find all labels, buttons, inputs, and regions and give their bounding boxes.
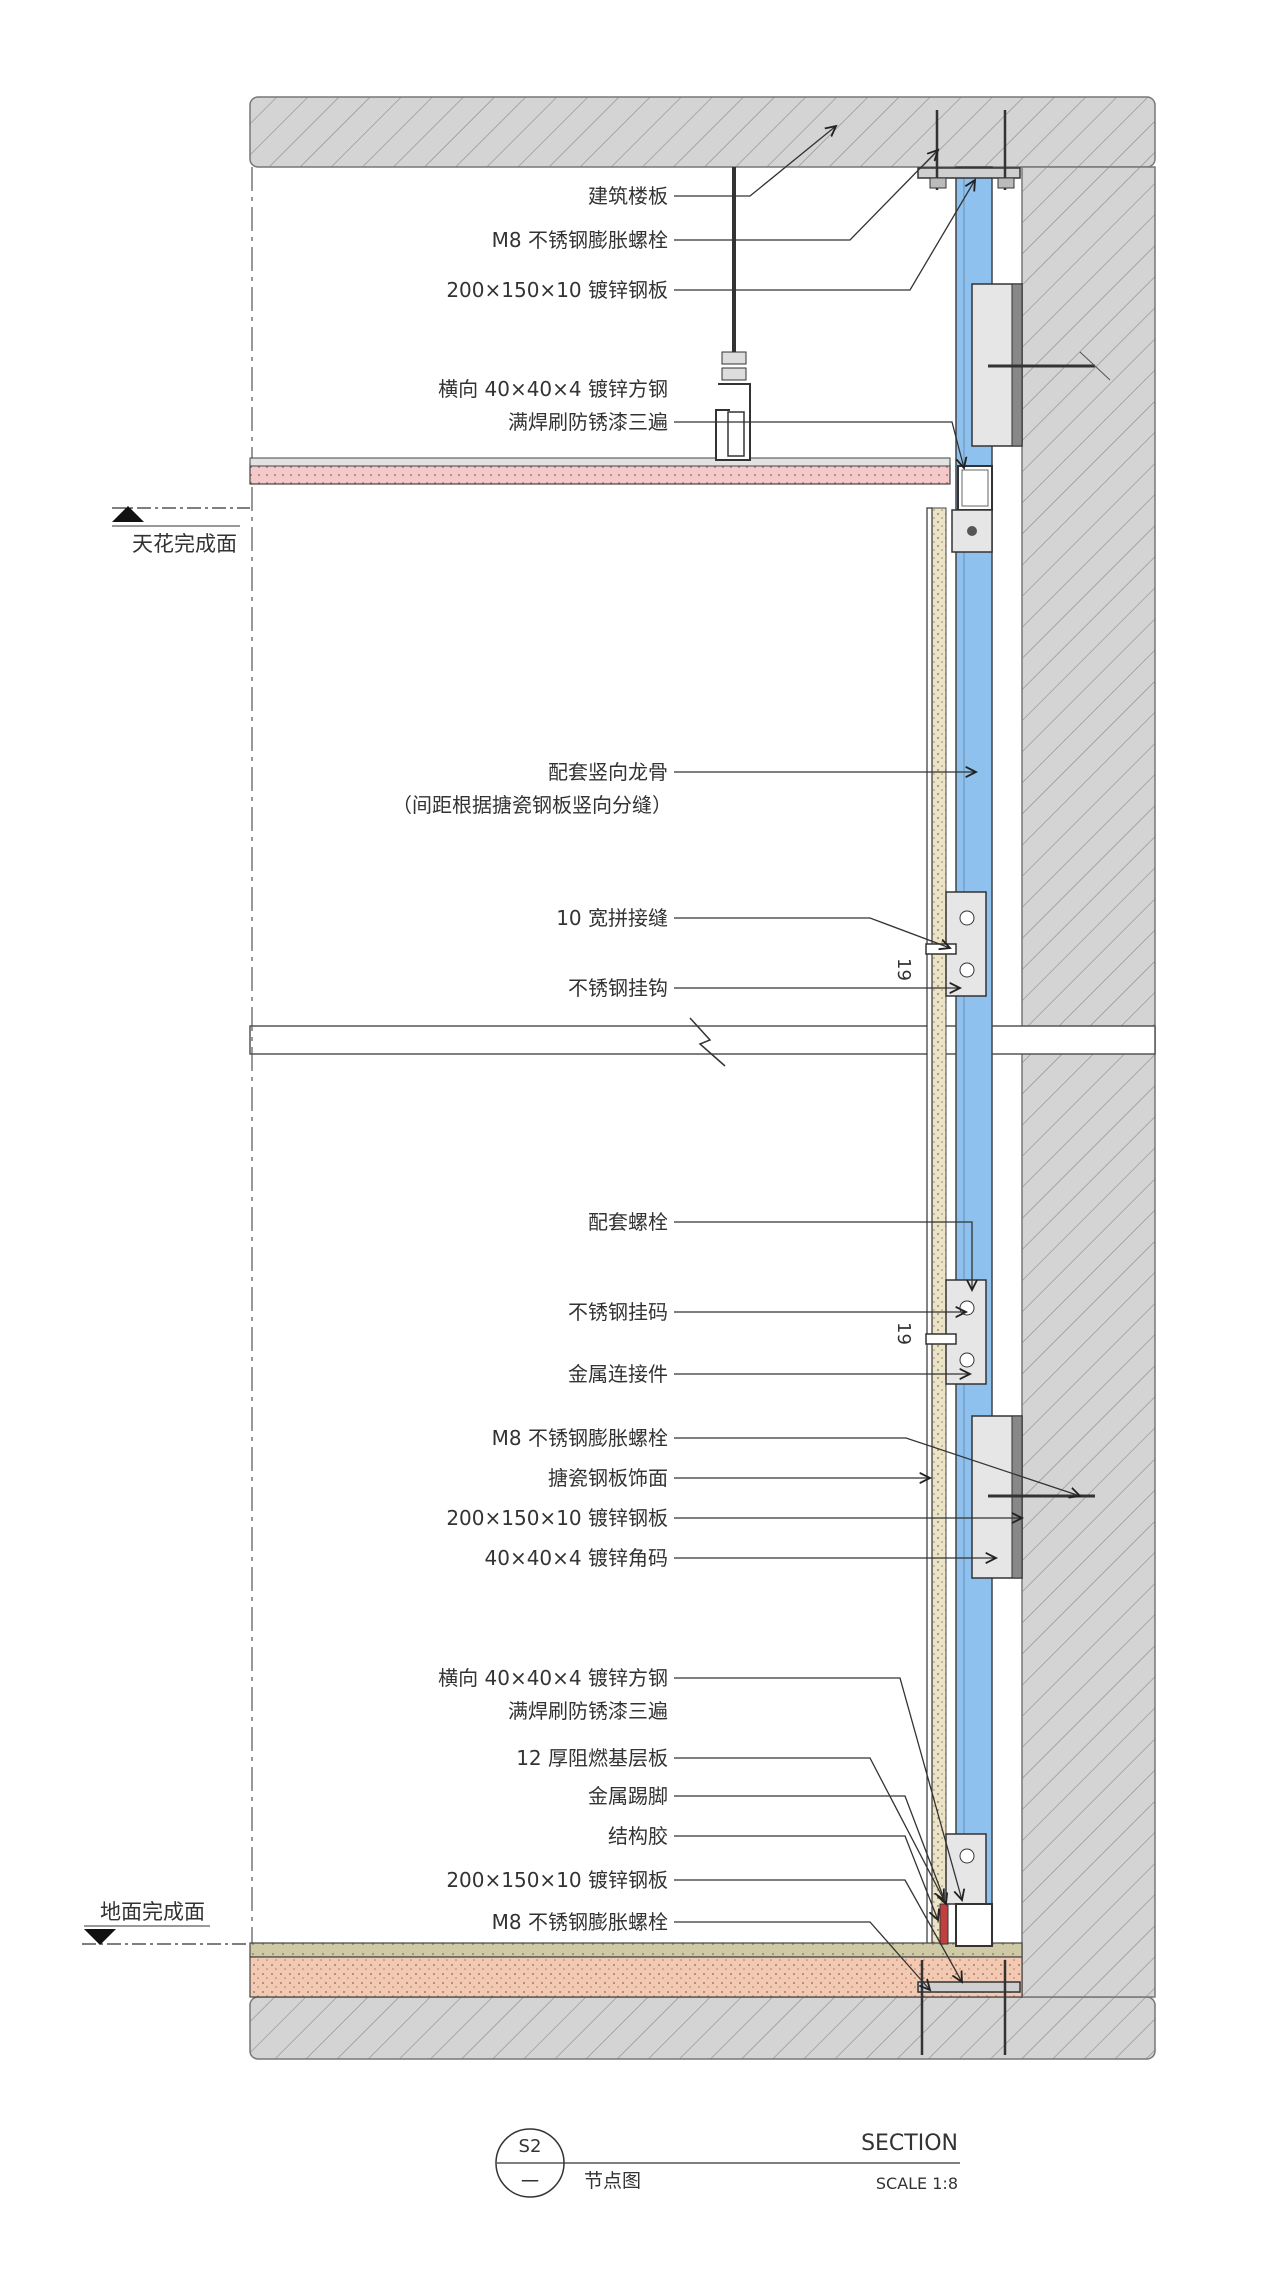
hanger-nut [721, 351, 747, 381]
level-triangle-down-icon [84, 1929, 116, 1945]
leader-lines [674, 126, 1080, 1990]
dimension-joint-upper: 19 [893, 958, 914, 981]
metal-skirting [939, 1903, 949, 1945]
label-metal-skirting: 金属踢脚 [588, 1784, 668, 1808]
dimension-joint-lower: 19 [893, 1322, 914, 1345]
callout-labels: 建筑楼板 M8 不锈钢膨胀螺栓 200×150×10 镀锌钢板 横向 40×40… [392, 184, 672, 1934]
floor-finish [249, 1942, 1023, 1958]
floor-base [249, 1956, 1023, 1998]
floor-level-label: 地面完成面 [100, 1900, 205, 1924]
label-rust-paint-bottom: 满焊刷防锈漆三遍 [508, 1699, 668, 1723]
label-vertical-keel: 配套竖向龙骨 [548, 760, 668, 784]
scale-label: SCALE 1:8 [876, 2174, 958, 2193]
bottom-hook [945, 1833, 987, 1905]
label-enamel-panel: 搪瓷钢板饰面 [548, 1466, 668, 1490]
label-stainless-clip: 不锈钢挂码 [568, 1300, 668, 1324]
structural-wall [1021, 166, 1156, 1998]
bottom-bolts [920, 1960, 1007, 2055]
section-heading: SECTION [861, 2131, 958, 2156]
break-band [249, 1025, 1156, 1055]
label-steel-plate-bottom: 200×150×10 镀锌钢板 [446, 1868, 668, 1892]
ceiling-gypsum [249, 457, 951, 467]
label-square-tube-top: 横向 40×40×4 镀锌方钢 [438, 377, 668, 401]
label-keel-spacing: （间距根据搪瓷钢板竖向分缝） [392, 793, 672, 817]
ceiling-level-marker: 天花完成面 [112, 506, 250, 556]
stainless-hook-lower [925, 1279, 987, 1385]
label-metal-connector: 金属连接件 [568, 1362, 668, 1386]
label-matching-bolt: 配套螺栓 [588, 1210, 668, 1234]
bottom-square-tube [955, 1903, 993, 1947]
wall-plate-lower [971, 1415, 1095, 1579]
base-board [931, 507, 947, 1969]
label-m8-bolt-mid: M8 不锈钢膨胀螺栓 [492, 1426, 668, 1450]
title-block: S2 一 节点图 SECTION SCALE 1:8 [495, 2128, 960, 2198]
label-joint: 10 宽拼接缝 [556, 906, 668, 930]
ceiling-board [249, 463, 951, 485]
label-fire-board: 12 厚阻燃基层板 [516, 1746, 668, 1770]
level-triangle-up-icon [112, 506, 144, 522]
top-steel-plate [917, 167, 1021, 179]
sheet-number: 一 [521, 2172, 539, 2193]
label-square-tube-bottom: 横向 40×40×4 镀锌方钢 [438, 1666, 668, 1690]
bottom-steel-plate [917, 1981, 1021, 1993]
ceiling-level-label: 天花完成面 [132, 532, 237, 556]
detail-name: 节点图 [584, 2170, 641, 2192]
label-stainless-hook: 不锈钢挂钩 [568, 976, 668, 1000]
wall-plate-upper [971, 283, 1111, 447]
detail-code: S2 [519, 2136, 542, 2157]
label-m8-bolt-top: M8 不锈钢膨胀螺栓 [492, 228, 668, 252]
label-m8-bolt-bottom: M8 不锈钢膨胀螺栓 [492, 1910, 668, 1934]
floor-level-marker: 地面完成面 [82, 1900, 250, 1945]
label-building-slab: 建筑楼板 [588, 184, 668, 208]
enamel-steel-panel [926, 507, 933, 1969]
top-slab [249, 96, 1156, 168]
bottom-slab [249, 1996, 1156, 2060]
label-angle-code: 40×40×4 镀锌角码 [485, 1546, 669, 1570]
label-steel-plate-top: 200×150×10 镀锌钢板 [446, 278, 668, 302]
label-steel-plate-mid: 200×150×10 镀锌钢板 [446, 1506, 668, 1530]
label-structural-glue: 结构胶 [608, 1824, 668, 1848]
label-rust-paint-top: 满焊刷防锈漆三遍 [508, 410, 668, 434]
